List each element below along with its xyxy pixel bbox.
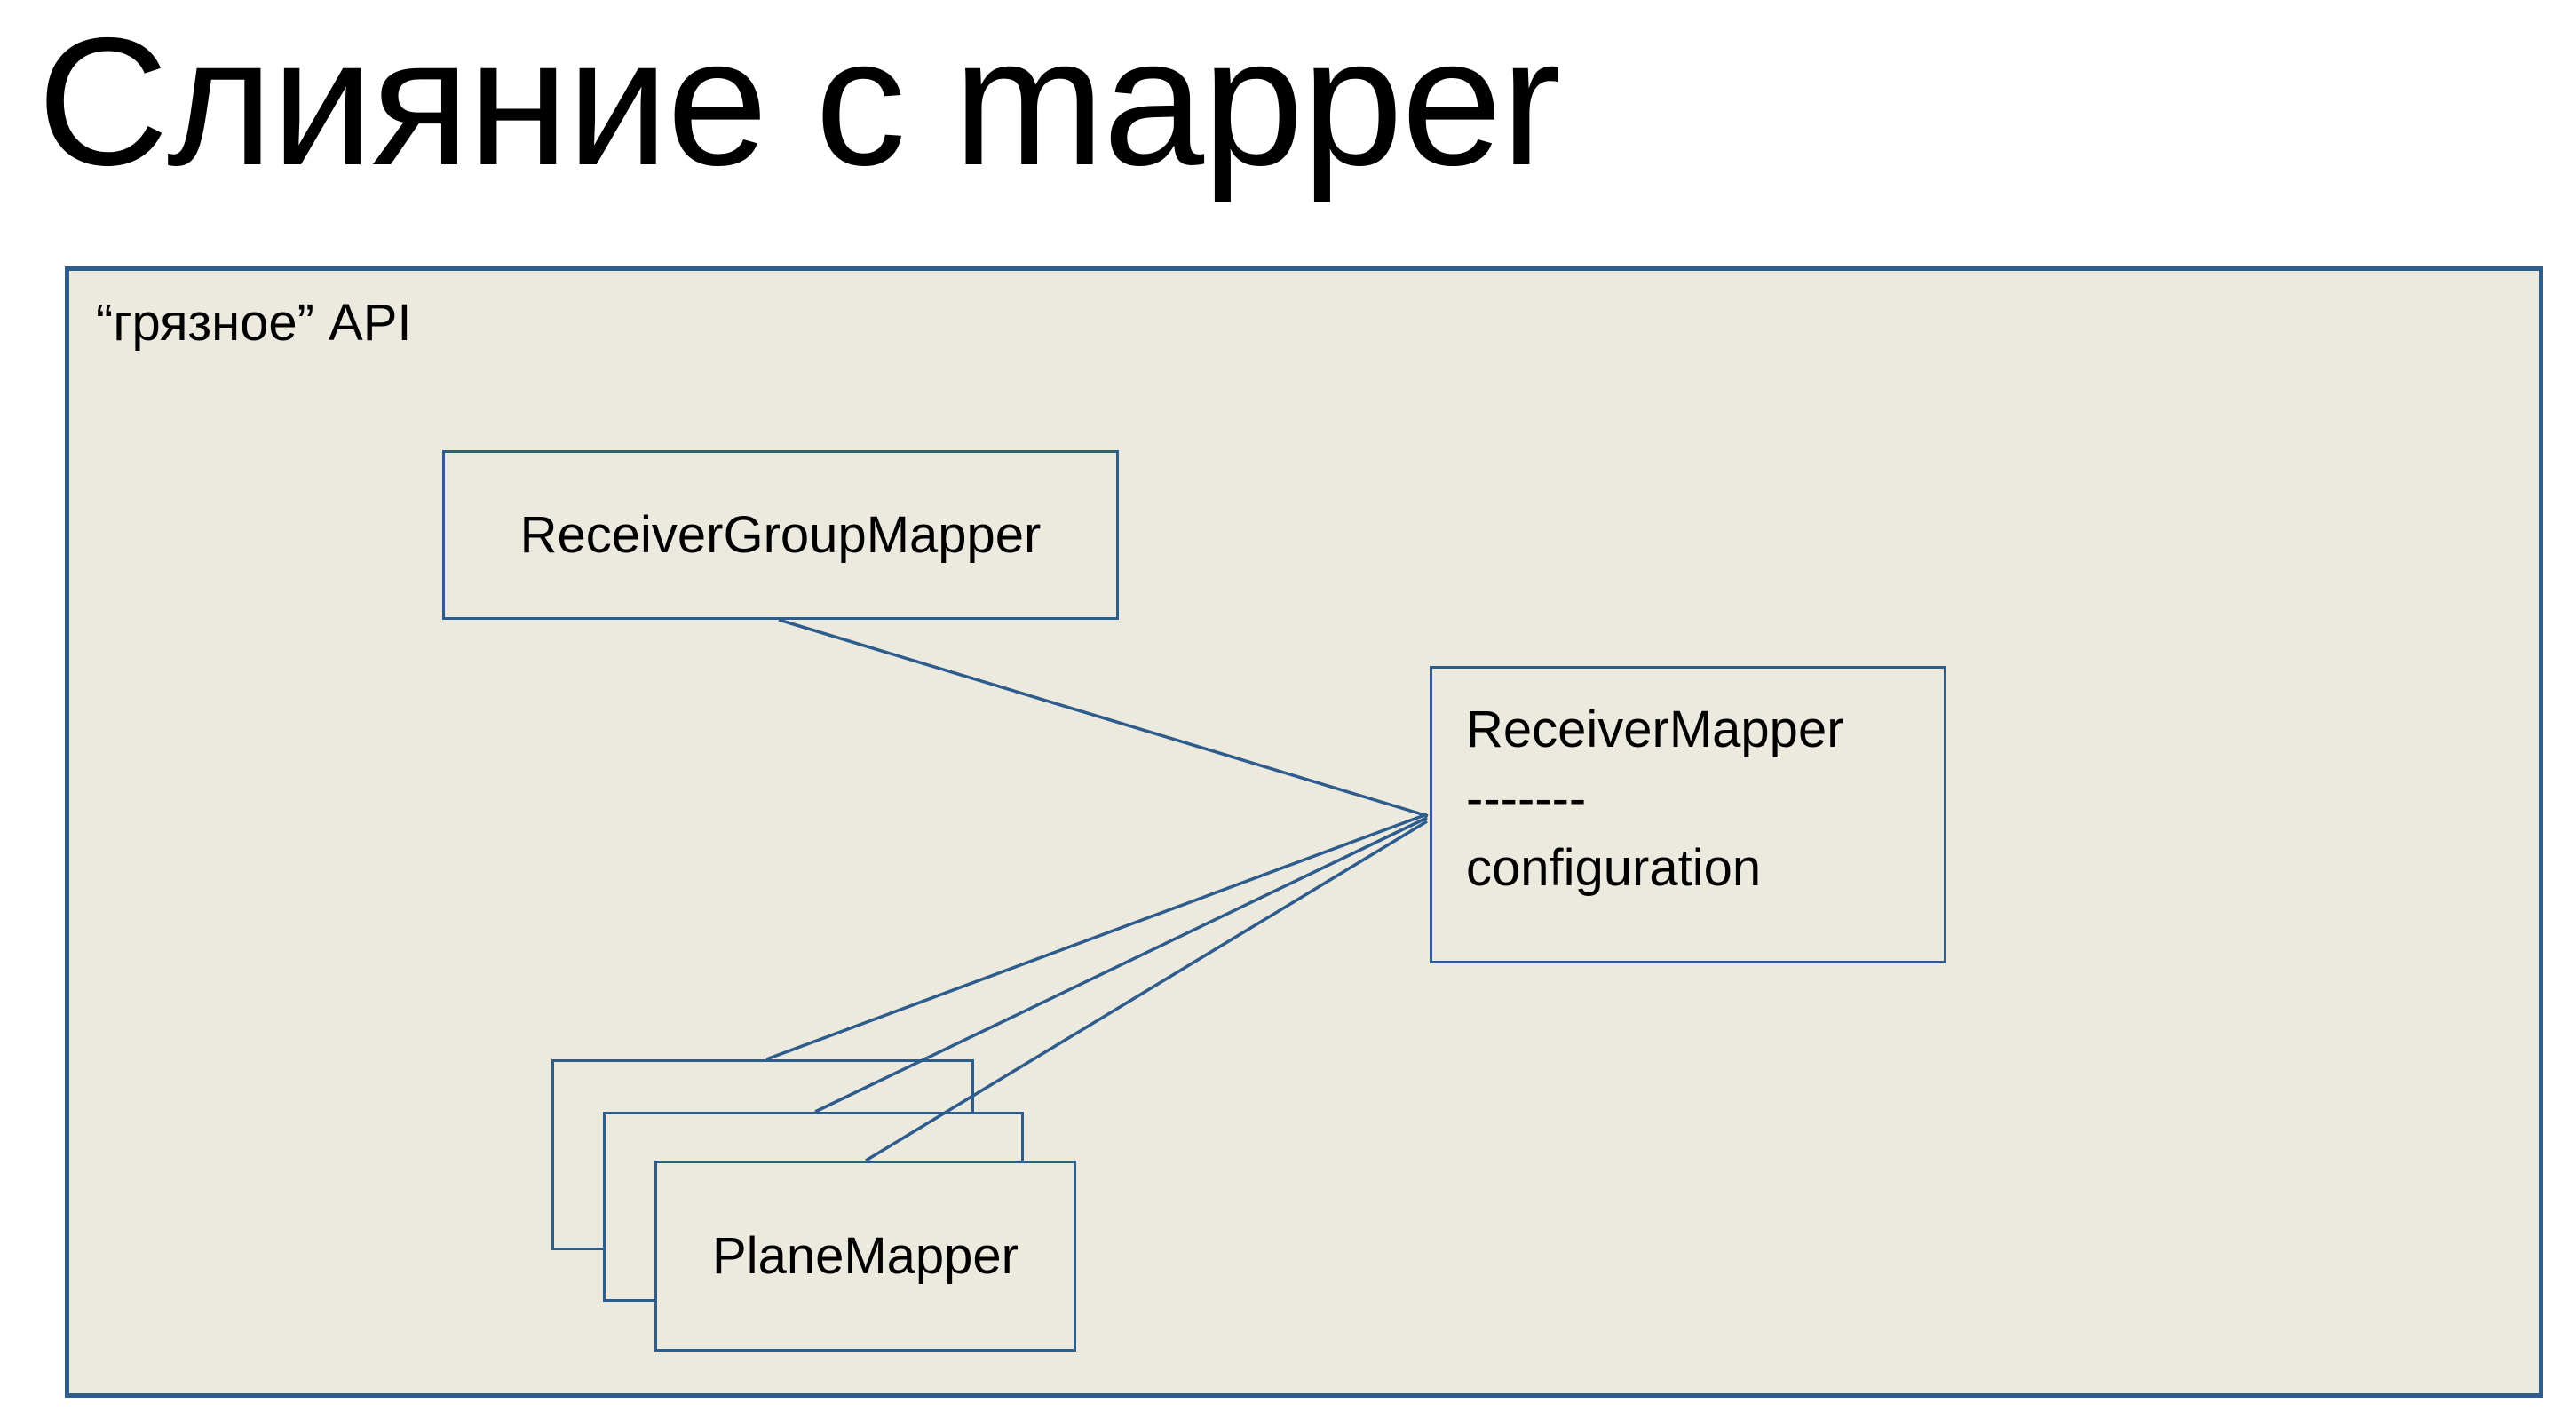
panel-label: “грязное” API: [96, 294, 412, 352]
receiver-group-mapper-label: ReceiverGroupMapper: [519, 505, 1042, 564]
receiver-mapper-name: ReceiverMapper: [1466, 701, 1844, 758]
receiver-mapper-attribute: configuration: [1466, 839, 1762, 897]
slide-title: Слияние с mapper: [37, 0, 1561, 203]
node-receiver-mapper: ReceiverMapper ------- configuration: [1430, 666, 1946, 963]
plane-mapper-label: PlaneMapper: [712, 1226, 1019, 1285]
receiver-mapper-divider: -------: [1466, 770, 1587, 828]
node-plane-mapper: PlaneMapper: [654, 1161, 1076, 1352]
node-receiver-group-mapper: ReceiverGroupMapper: [442, 450, 1119, 620]
dirty-api-panel: “грязное” API ReceiverGroupMapper Receiv…: [65, 266, 2543, 1398]
